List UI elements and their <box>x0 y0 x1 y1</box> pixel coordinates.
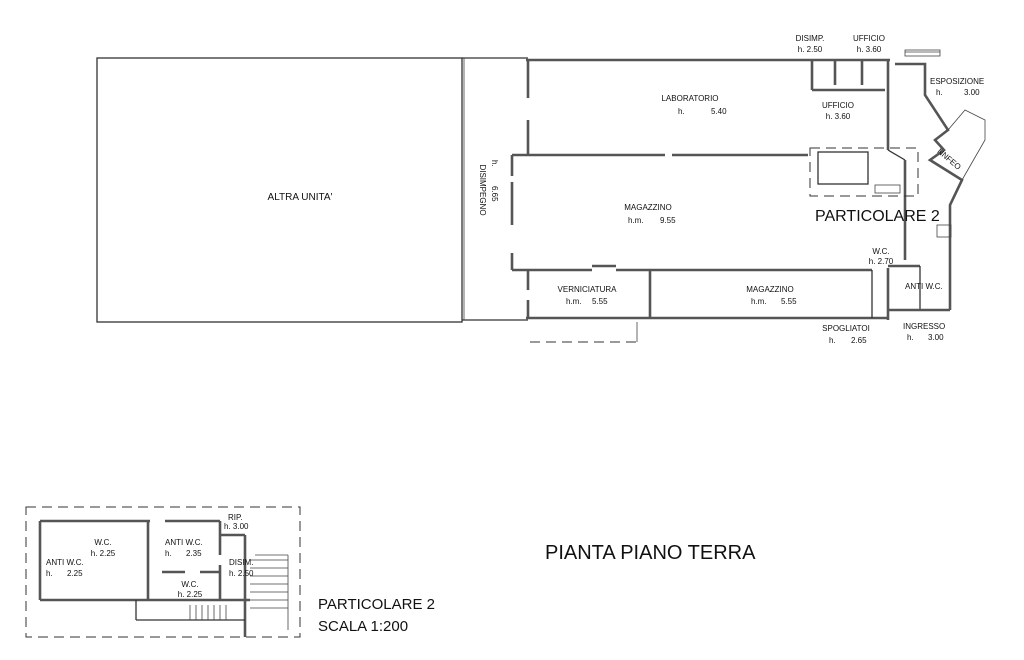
detail-room-name-wc-1: W.C. <box>94 538 111 547</box>
esposizione-outline <box>895 49 986 310</box>
room-height-label: h. <box>936 88 943 97</box>
room-name-ufficio-top: UFFICIO <box>853 34 885 43</box>
detail-room-height-anti-wc-2: 2.35 <box>186 549 202 558</box>
drawing-title: PIANTA PIANO TERRA <box>545 542 756 564</box>
room-name-spogliatoi: SPOGLIATOI <box>822 324 870 333</box>
room-height-ingresso: 3.00 <box>928 333 944 342</box>
room-height-wc: h. 2.70 <box>869 257 894 266</box>
room-height-spogliatoi: 2.65 <box>851 336 867 345</box>
room-label-disimpegno: DISIMPEGNO h. 6.65 <box>478 160 499 216</box>
room-height-label: h. <box>46 569 53 578</box>
room-name-verniciatura: VERNICIATURA <box>558 285 618 294</box>
room-name-wc: W.C. <box>872 247 889 256</box>
detail-scale: SCALA 1:200 <box>318 618 408 635</box>
altra-unita-area <box>96 57 463 323</box>
detail-plan-walls <box>38 519 289 637</box>
detail-room-height-anti-wc-1: 2.25 <box>67 569 83 578</box>
detail-title: PARTICOLARE 2 <box>318 596 435 613</box>
room-name-esposizione: ESPOSIZIONE <box>930 77 984 86</box>
detail-room-name-anti-wc-2: ANTI W.C. <box>165 538 203 547</box>
detail-room-name-wc-2: W.C. <box>181 580 198 589</box>
detail-room-height-disim: h. 2.50 <box>229 569 254 578</box>
disimpegno-corridor <box>462 57 528 321</box>
detail-room-height-rip: h. 3.00 <box>224 522 249 531</box>
room-height-label: h.m. <box>566 297 582 306</box>
room-name-ingresso: INGRESSO <box>903 322 945 331</box>
detail-callout-box <box>809 147 919 197</box>
detail-callout-interior <box>817 151 901 194</box>
room-height-label: h.m. <box>751 297 767 306</box>
detail-room-name-anti-wc-1: ANTI W.C. <box>46 558 84 567</box>
detail-room-height-wc-2: h. 2.25 <box>178 590 203 599</box>
room-height-label: h. <box>165 549 172 558</box>
room-height-laboratorio: 5.40 <box>711 107 727 116</box>
detail-room-height-wc-1: h. 2.25 <box>91 549 116 558</box>
room-height-label: h.m. <box>628 216 644 225</box>
room-name-magazzino: MAGAZZINO <box>624 203 672 212</box>
room-height-esposizione: 3.00 <box>964 88 980 97</box>
detail-plan-frame <box>25 506 301 638</box>
room-name-anti-wc: ANTI W.C. <box>905 282 943 291</box>
room-height-disimp: h. 2.50 <box>798 45 823 54</box>
room-height-ufficio-top: h. 3.60 <box>857 45 882 54</box>
room-height-magazzino-small: 5.55 <box>781 297 797 306</box>
room-height-magazzino: 9.55 <box>660 216 676 225</box>
room-label-altra-unita: ALTRA UNITA' <box>268 192 333 203</box>
detail-room-name-disim: DISIM. <box>229 558 253 567</box>
room-name-disimp: DISIMP. <box>796 34 825 43</box>
ramp-label: NNFEO <box>935 147 962 172</box>
room-height-label: h. <box>907 333 914 342</box>
room-height-label: h. <box>829 336 836 345</box>
room-height-ufficio: h. 3.60 <box>826 112 851 121</box>
room-height-label: h. <box>678 107 685 116</box>
detail-room-name-rip: RIP. <box>228 513 243 522</box>
room-height-verniciatura: 5.55 <box>592 297 608 306</box>
room-height-value: 6.65 <box>490 186 499 202</box>
room-name: DISIMPEGNO <box>478 164 487 215</box>
room-name-magazzino-small: MAGAZZINO <box>746 285 794 294</box>
main-building-walls <box>510 58 950 343</box>
room-height-label: h. <box>490 160 499 167</box>
detail-callout-label: PARTICOLARE 2 <box>815 208 940 225</box>
room-name-ufficio: UFFICIO <box>822 101 854 110</box>
room-name-laboratorio: LABORATORIO <box>661 94 718 103</box>
